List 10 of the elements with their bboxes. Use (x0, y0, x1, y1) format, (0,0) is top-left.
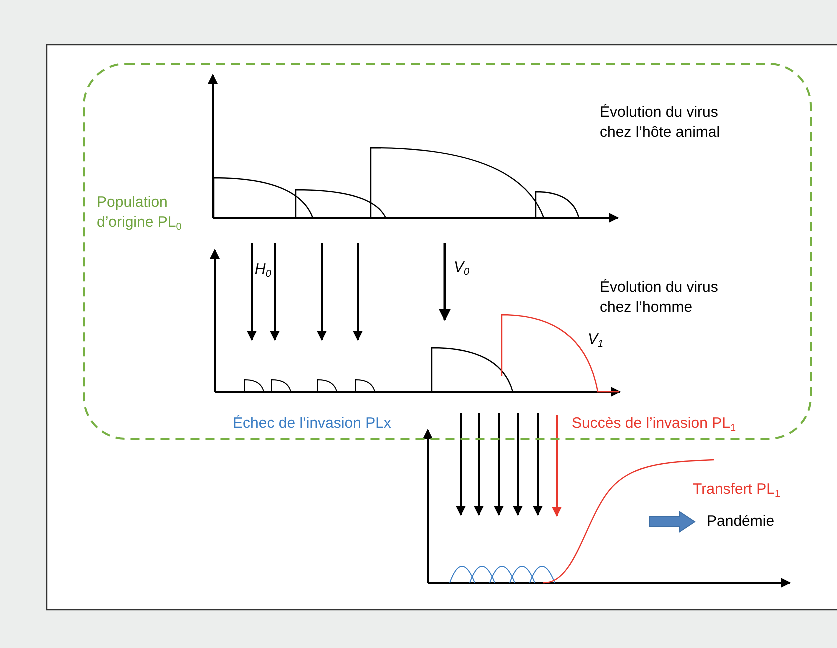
chart-title: Évolution du virus chez l’hôte animal (600, 103, 722, 143)
transfer-label: Transfert PL$_{1}$ (693, 480, 781, 500)
pandemic-label: Pandémie (707, 512, 775, 532)
success-label: Succès de l’invasion PL$_{1}$ (572, 414, 736, 434)
failure-label: Échec de l’invasion PLx (233, 414, 392, 434)
host-symbol: H$_{0}$ (255, 260, 272, 280)
virus-symbol: V$_{1}$ (588, 330, 604, 350)
virus-symbol: V$_{0}$ (454, 258, 470, 278)
region-label: Population d’origine PL$_{0}$ (97, 193, 183, 233)
chart-title: Évolution du virus chez l’homme (600, 278, 720, 318)
